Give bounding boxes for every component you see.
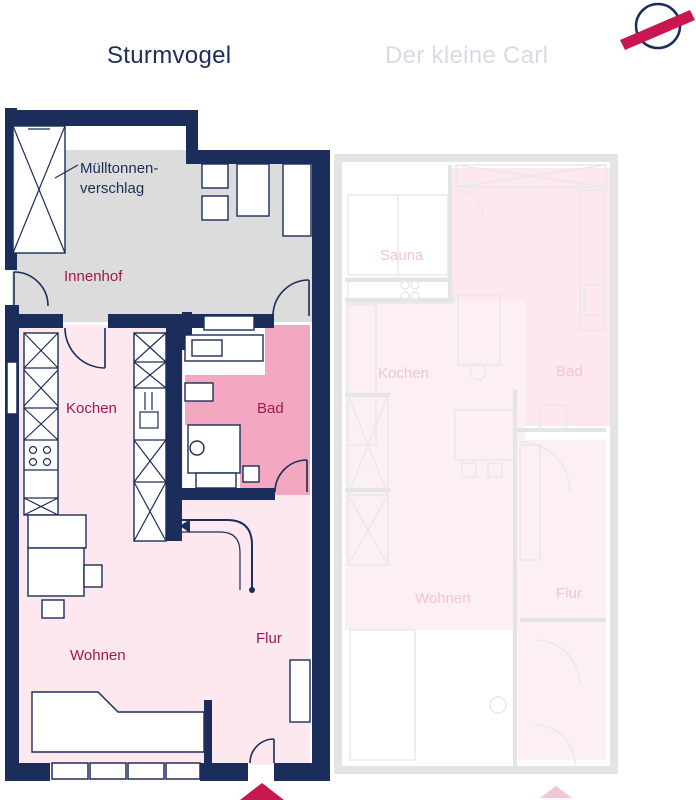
- fixture-details: [12, 125, 167, 542]
- entrance-marker-b: [540, 786, 572, 798]
- windows: [6, 361, 201, 780]
- entrance-marker: [240, 783, 284, 800]
- doors: [13, 271, 310, 764]
- walls: [5, 108, 330, 781]
- room-label-wohnen-b: Wohnen: [415, 590, 471, 607]
- annotation-muelltonnen-line1: Mülltonnen-: [80, 160, 158, 177]
- room-label-flur-b: Flur: [556, 585, 582, 602]
- room-label-innenhof: Innenhof: [64, 268, 123, 285]
- annotation-muelltonnen-line2: verschlag: [80, 180, 144, 197]
- flur-floor-b: [518, 440, 606, 760]
- fixtures-b: [347, 164, 607, 766]
- room-label-bad: Bad: [257, 400, 284, 417]
- stair-arrow: [180, 519, 255, 593]
- room-label-flur: Flur: [256, 630, 282, 647]
- tab-sturmvogel[interactable]: Sturmvogel: [107, 42, 232, 69]
- globe-ribbon-logo-icon[interactable]: [620, 2, 695, 50]
- outer-wall-b: [334, 154, 618, 774]
- wohnen-floor-b: [345, 300, 525, 630]
- room-label-kochen: Kochen: [66, 400, 117, 417]
- plan-sturmvogel[interactable]: Mülltonnen- verschlag Innenhof Kochen Ba…: [5, 108, 330, 800]
- room-label-bad-b: Bad: [556, 363, 583, 380]
- room-label-wohnen: Wohnen: [70, 647, 126, 664]
- plan-der-kleine-carl[interactable]: Sauna Kochen Bad Wohnen Flur: [334, 154, 618, 798]
- annotation-leader: [54, 164, 79, 179]
- room-label-kochen-b: Kochen: [378, 365, 429, 382]
- tab-der-kleine-carl[interactable]: Der kleine Carl: [385, 42, 549, 69]
- room-label-sauna-b: Sauna: [380, 247, 424, 264]
